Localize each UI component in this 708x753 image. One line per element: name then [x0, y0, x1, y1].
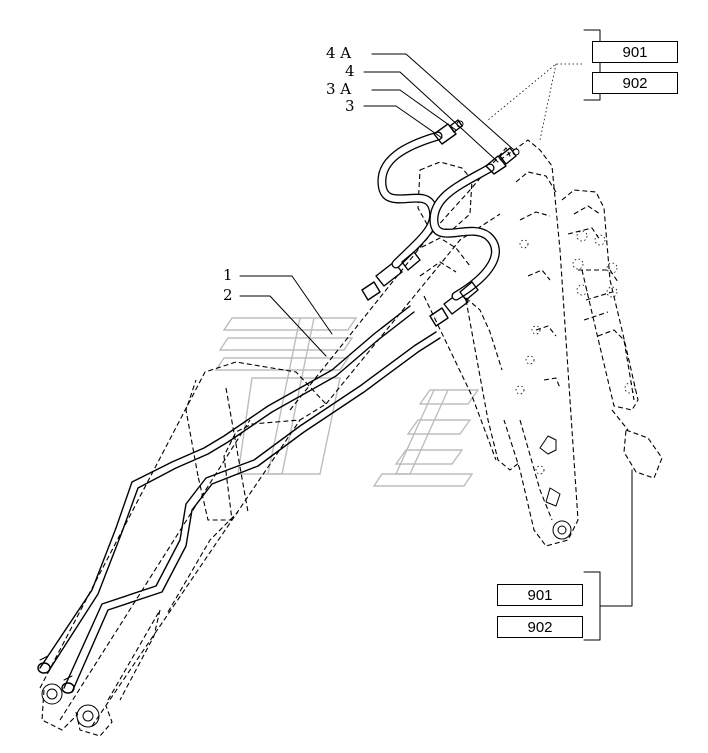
reference-box-902-bottom[interactable]: 902 — [497, 616, 583, 638]
reference-box-901-top[interactable]: 901 — [592, 41, 678, 63]
callout-3a: 3 A — [326, 80, 352, 98]
flexible-hose-4 — [429, 163, 500, 301]
right-cylinder — [561, 189, 663, 479]
reference-box-902-top[interactable]: 902 — [592, 72, 678, 94]
callout-4: 4 — [345, 62, 355, 80]
callout-3: 3 — [345, 97, 355, 115]
callout-4a: 4 A — [326, 44, 352, 62]
callout-2: 2 — [223, 286, 233, 304]
hydraulic-pipe-2 — [63, 331, 441, 693]
pipe-end-fittings — [37, 655, 75, 694]
boom-arm — [39, 147, 513, 737]
dipper-arm — [465, 139, 579, 547]
reference-box-901-bottom[interactable]: 901 — [497, 584, 583, 606]
callout-1: 1 — [223, 266, 233, 284]
leader-lines — [239, 29, 633, 641]
flexible-hose-3 — [377, 131, 443, 269]
hydraulic-pipe-1 — [39, 305, 415, 673]
watermark-logo — [214, 317, 480, 487]
